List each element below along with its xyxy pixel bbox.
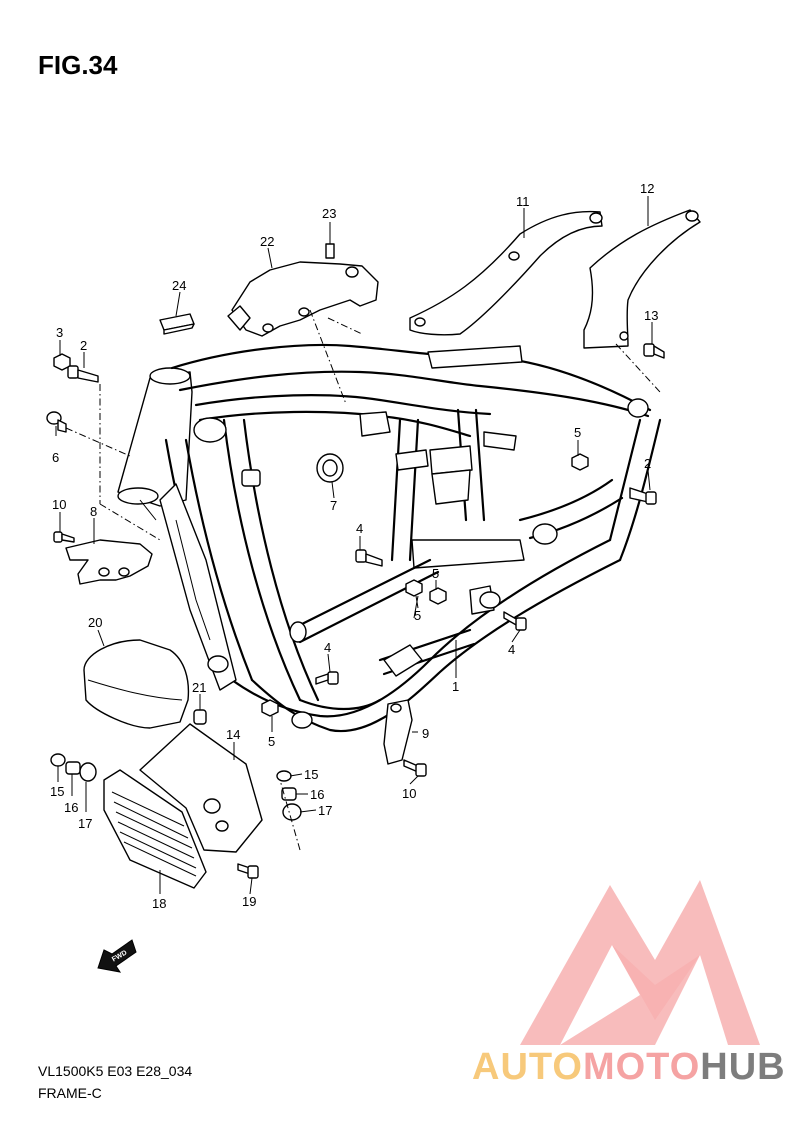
callout-15: 15 [304,767,318,782]
callout-20: 20 [88,615,102,630]
part-18-grille [103,769,207,889]
watermark-moto: MOTO [582,1046,701,1088]
part-7-grommet [316,453,344,483]
callout-11: 11 [516,194,530,209]
callout-8: 8 [90,504,97,519]
callout-23: 23 [322,206,336,221]
callout-4: 4 [508,642,515,657]
callout-12: 12 [640,181,654,196]
callout-2: 2 [644,456,651,471]
watermark-brand: AUTOMOTOHUB [472,1046,786,1089]
callout-16: 16 [310,787,324,802]
callout-13: 13 [644,308,658,323]
watermark-auto: AUTO [472,1046,583,1088]
callout-16: 16 [64,800,78,815]
callout-10: 10 [52,497,66,512]
leader-lines [55,196,661,895]
callout-14: 14 [226,727,240,742]
callout-15: 15 [50,784,64,799]
part-24-pad [159,313,195,335]
part-12-brace [583,209,701,349]
fasteners [46,243,665,879]
callout-5: 5 [574,425,581,440]
fwd-arrow-icon: FWD [97,939,137,973]
callout-18: 18 [152,896,166,911]
part-22-bracket [227,261,379,337]
callout-21: 21 [192,680,206,695]
watermark-hub: HUB [700,1046,786,1088]
main-frame [117,343,662,733]
part-8-bracket [65,539,153,585]
callout-10: 10 [402,786,416,801]
callout-1: 1 [452,679,459,694]
callout-5: 5 [432,566,439,581]
callout-4: 4 [356,521,363,536]
callout-19: 19 [242,894,256,909]
part-14-plate [139,723,263,853]
callout-17: 17 [318,803,332,818]
callout-7: 7 [330,498,337,513]
callout-24: 24 [172,278,186,293]
figure-title: FIG.34 [38,50,118,80]
callout-17: 17 [78,816,92,831]
part-11-brace [409,210,603,336]
callout-9: 9 [422,726,429,741]
callout-2: 2 [80,338,87,353]
callout-6: 6 [52,450,59,465]
part-9-bracket [383,699,413,765]
model-code: VL1500K5 E03 E28_034 [38,1063,193,1079]
part-20-cover [83,639,190,729]
callout-22: 22 [260,234,274,249]
watermark-logo [520,880,760,1045]
callout-5: 5 [268,734,275,749]
callout-5: 5 [414,608,421,623]
section-name: FRAME-C [38,1085,102,1101]
callout-4: 4 [324,640,331,655]
callouts: 1 2 2 3 4 4 4 5 5 5 5 6 7 8 9 10 10 11 1… [50,181,658,911]
callout-3: 3 [56,325,63,340]
